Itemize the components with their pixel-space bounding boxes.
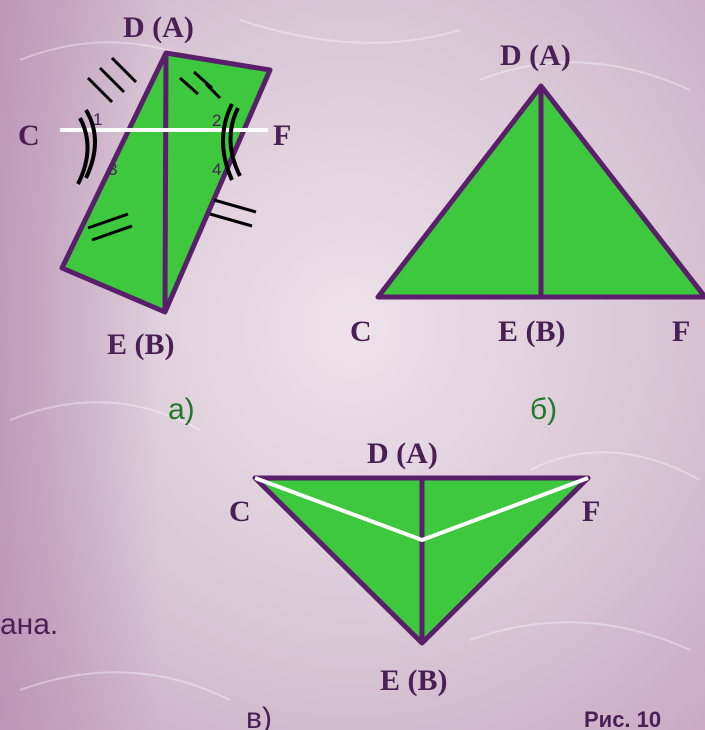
figure-c-label-right: F bbox=[582, 495, 600, 528]
figure-b-label-middle: E (B) bbox=[498, 315, 566, 348]
figure-a-label-top: D (A) bbox=[123, 11, 194, 44]
figure-b-caption: б) bbox=[530, 393, 557, 426]
figure-c-caption: в) bbox=[246, 702, 272, 730]
figure-a-label-right: F bbox=[273, 119, 291, 152]
figure-a-label-bottom: E (B) bbox=[107, 328, 175, 361]
figure-a-angle-arcs bbox=[76, 103, 242, 185]
figure-c-label-bottom: E (B) bbox=[380, 664, 448, 697]
background-texture bbox=[9, 19, 701, 701]
figure-a-angle-4: 4 bbox=[212, 160, 221, 179]
figure-a-angle-3: 3 bbox=[108, 160, 117, 179]
figure-c-fold-lines bbox=[254, 476, 589, 543]
figure-c: D (A) C F E (B) в) bbox=[229, 437, 600, 730]
figure-b-label-left: C bbox=[350, 315, 372, 348]
figure-b-label-right: F bbox=[672, 315, 690, 348]
figure-a-angle-2: 2 bbox=[212, 111, 221, 130]
figure-a-line-de bbox=[162, 52, 169, 313]
figure-c-label-left: C bbox=[229, 495, 251, 528]
figure-c-label-top: D (A) bbox=[367, 437, 438, 470]
figure-b-label-top: D (A) bbox=[500, 39, 571, 72]
figure-a-angle-1: 1 bbox=[93, 110, 102, 129]
figure-a-caption: а) bbox=[168, 393, 195, 426]
figure-number: Рис. 10 bbox=[584, 707, 661, 730]
figure-b: D (A) C E (B) F б) bbox=[350, 39, 705, 426]
figure-a: D (A) E (B) C F 1 2 3 4 а) bbox=[18, 11, 291, 426]
partial-text: ана. bbox=[0, 608, 58, 641]
figure-a-tick-marks bbox=[86, 56, 257, 242]
figure-a-label-left: C bbox=[18, 119, 40, 152]
